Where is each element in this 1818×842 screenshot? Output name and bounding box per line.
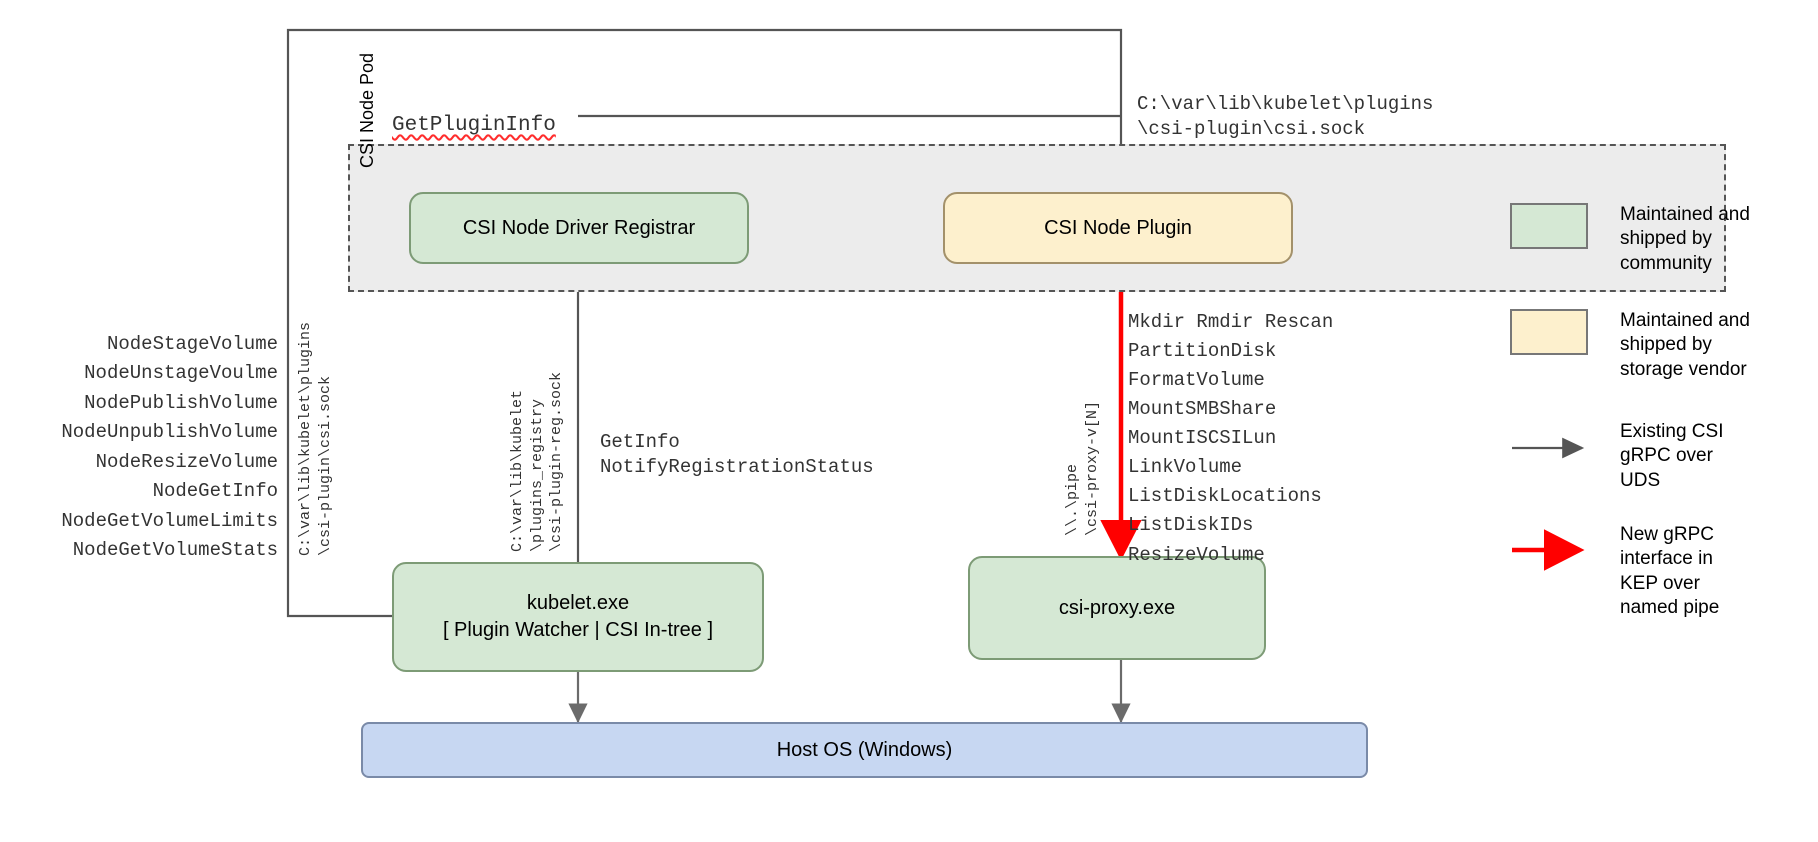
node-rpc-item: NodeGetVolumeLimits (61, 509, 278, 532)
legend-label-vendor: Maintained and shipped by storage vendor (1620, 310, 1750, 380)
node-rpc-item: NodePublishVolume (84, 391, 278, 414)
csi-proxy-api-item: MountSMBShare (1128, 398, 1277, 421)
csi-proxy-api-item: Mkdir Rmdir Rescan (1128, 311, 1334, 333)
node-csi-node-driver-registrar-label: CSI Node Driver Registrar (462, 216, 696, 239)
node-csi-proxy-exe-label: csi-proxy.exe (1058, 596, 1176, 619)
node-rpc-item: NodeGetInfo (152, 480, 278, 503)
node-rpc-item: NodeUnpublishVolume (61, 421, 278, 444)
csi-proxy-api-item: ListDiskIDs (1128, 514, 1254, 537)
node-kubelet-exe-label-line1: kubelet.exe (526, 592, 630, 614)
legend-swatch-vendor (1510, 309, 1588, 355)
node-host-os[interactable]: Host OS (Windows) (361, 722, 1368, 778)
label-plugin-socket-path: C:\var\lib\kubelet\plugins \csi-plugin\c… (1137, 93, 1434, 141)
node-rpc-item: NodeResizeVolume (95, 450, 278, 473)
node-csi-node-driver-registrar[interactable]: CSI Node Driver Registrar (409, 192, 749, 264)
csi-proxy-api-item: MountISCSILun (1128, 427, 1277, 450)
node-kubelet-exe-label-line2: [ Plugin Watcher | CSI In-tree ] (442, 619, 714, 641)
csi-proxy-api-list: Mkdir Rmdir Rescan PartitionDisk FormatV… (1128, 308, 1448, 570)
node-host-os-label: Host OS (Windows) (776, 738, 953, 761)
node-rpc-list: NodeStageVolume NodeUnstageVoulme NodePu… (0, 330, 278, 566)
csi-node-pod-label: CSI Node Pod (357, 52, 377, 168)
label-kubelet-csi-sock-vertical: C:\var\lib\kubelet\plugins \csi-plugin\c… (297, 321, 334, 556)
node-kubelet-exe[interactable]: kubelet.exe [ Plugin Watcher | CSI In-tr… (392, 562, 764, 672)
label-registry-sock-vertical: C:\var\lib\kubelet \plugins_registry \cs… (509, 371, 565, 552)
legend-label-existing-csi-grpc: Existing CSI gRPC over UDS (1620, 421, 1724, 491)
node-csi-node-plugin-label: CSI Node Plugin (1044, 216, 1192, 239)
legend-label-new-grpc: New gRPC interface in KEP over named pip… (1620, 524, 1720, 618)
node-rpc-item: NodeStageVolume (106, 333, 278, 355)
csi-proxy-api-item: FormatVolume (1128, 369, 1265, 392)
legend-label-community: Maintained and shipped by community (1620, 204, 1750, 274)
edge-kubelet-to-node-plugin (286, 28, 1132, 618)
label-getplugininfo: GetPluginInfo (392, 114, 556, 137)
label-registration-rpcs: GetInfo NotifyRegistrationStatus (600, 431, 874, 479)
label-named-pipe-vertical: \\.\pipe \csi-proxy-v[N] (1064, 400, 1101, 536)
node-rpc-item: NodeGetVolumeStats (72, 539, 278, 562)
csi-proxy-api-item: ResizeVolume (1128, 543, 1265, 566)
node-csi-proxy-exe[interactable]: csi-proxy.exe (968, 556, 1266, 660)
legend-swatch-community (1510, 203, 1588, 249)
node-rpc-item: NodeUnstageVoulme (84, 362, 278, 385)
csi-proxy-api-item: ListDiskLocations (1128, 485, 1322, 508)
csi-proxy-api-item: PartitionDisk (1128, 340, 1277, 363)
node-csi-node-plugin[interactable]: CSI Node Plugin (943, 192, 1293, 264)
csi-proxy-api-item: LinkVolume (1128, 456, 1243, 479)
